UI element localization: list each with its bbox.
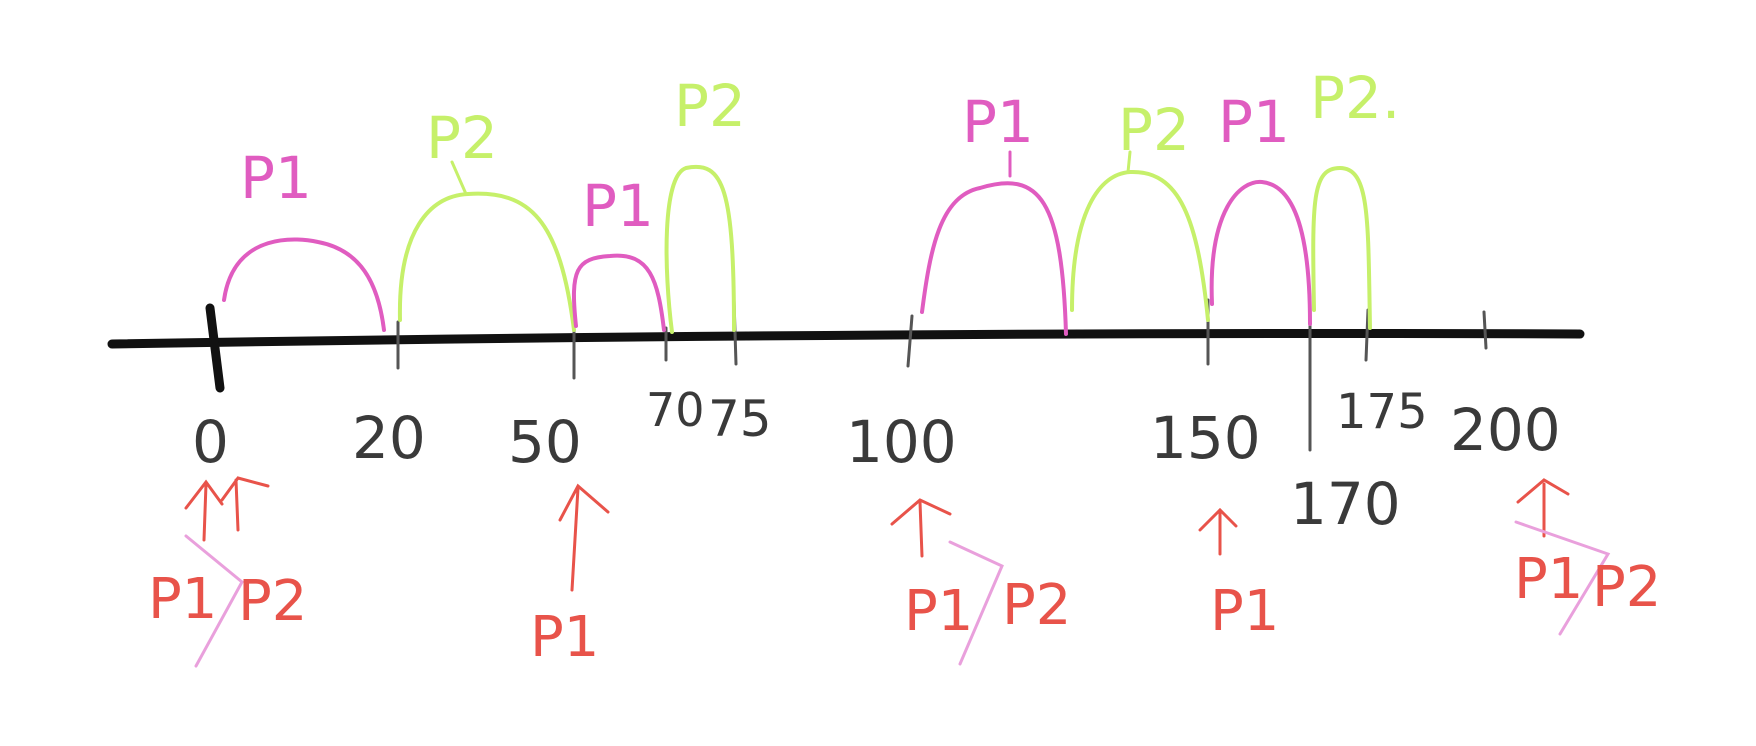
segment-arc-p2	[1311, 165, 1372, 330]
tick-label: 50	[508, 408, 582, 476]
arrow-up-icon	[890, 498, 952, 558]
execution-segments	[222, 164, 1372, 336]
tick-label: 20	[352, 404, 426, 472]
segment-label-p1: P1	[582, 172, 654, 240]
segment-labels: P1 P2 P1 P2 P1 P2 P1 P2.	[240, 64, 1400, 240]
arrival-label: P1	[530, 605, 599, 670]
tick-label: 75	[708, 390, 772, 448]
segment-arc-p1	[222, 237, 386, 332]
strike-mark	[1514, 520, 1611, 636]
arrow-up-icon	[558, 483, 610, 592]
segment-label-p2: P2	[1118, 96, 1190, 164]
arrival-strikes	[184, 520, 1611, 668]
tick-100	[906, 314, 914, 368]
arrival-label: P2	[1002, 573, 1071, 638]
arrow-up-icon	[184, 479, 224, 542]
strike-mark	[184, 534, 244, 668]
tick-label: 70	[646, 383, 705, 437]
segment-label-p1: P1	[240, 144, 312, 212]
timeline-axis	[107, 303, 1585, 393]
arrival-label: P1	[904, 579, 973, 644]
leader-p2-6	[1126, 150, 1132, 174]
segment-arc-p1	[572, 253, 666, 332]
tick-label: 150	[1150, 404, 1261, 472]
arrival-arrows	[184, 476, 1570, 592]
arrival-label: P2	[1592, 555, 1661, 620]
segment-arc-p1	[920, 181, 1068, 336]
strike-mark	[948, 540, 1004, 666]
axis-origin-mark	[205, 303, 225, 393]
arrival-labels: P1 P2 P1 P1 P2 P1 P1 P2	[148, 547, 1661, 670]
tick-label: 175	[1336, 384, 1428, 440]
segment-label-p2: P2.	[1310, 64, 1400, 132]
arrival-label: P1	[1514, 547, 1583, 612]
segment-label-p2: P2	[674, 72, 746, 140]
segment-label-p1: P1	[962, 88, 1034, 156]
arrival-label: P1	[1210, 579, 1279, 644]
segment-arc-p1	[1209, 179, 1312, 326]
label-leaders	[450, 150, 1132, 196]
tick-label: 0	[192, 408, 229, 476]
segment-arc-p2	[1070, 169, 1210, 322]
arrow-up-icon	[1198, 507, 1238, 556]
leader-p2-1	[450, 160, 468, 196]
arrow-up-icon	[220, 476, 270, 532]
tick-label: 170	[1290, 470, 1401, 538]
arrival-label: P2	[238, 569, 307, 634]
tick-labels: 0 20 50 70 75 100 150 170 175 200	[192, 383, 1561, 538]
tick-label: 200	[1450, 396, 1561, 464]
segment-label-p1: P1	[1218, 88, 1290, 156]
segment-arc-p2	[664, 164, 736, 334]
tick-label: 100	[846, 408, 957, 476]
segment-label-p2: P2	[426, 104, 498, 172]
segment-arc-p2	[397, 191, 576, 332]
arrow-up-icon	[1516, 478, 1570, 538]
arrival-label: P1	[148, 567, 217, 632]
tick-200	[1482, 310, 1488, 350]
tick-175	[1364, 308, 1370, 362]
axis-line	[107, 328, 1585, 349]
